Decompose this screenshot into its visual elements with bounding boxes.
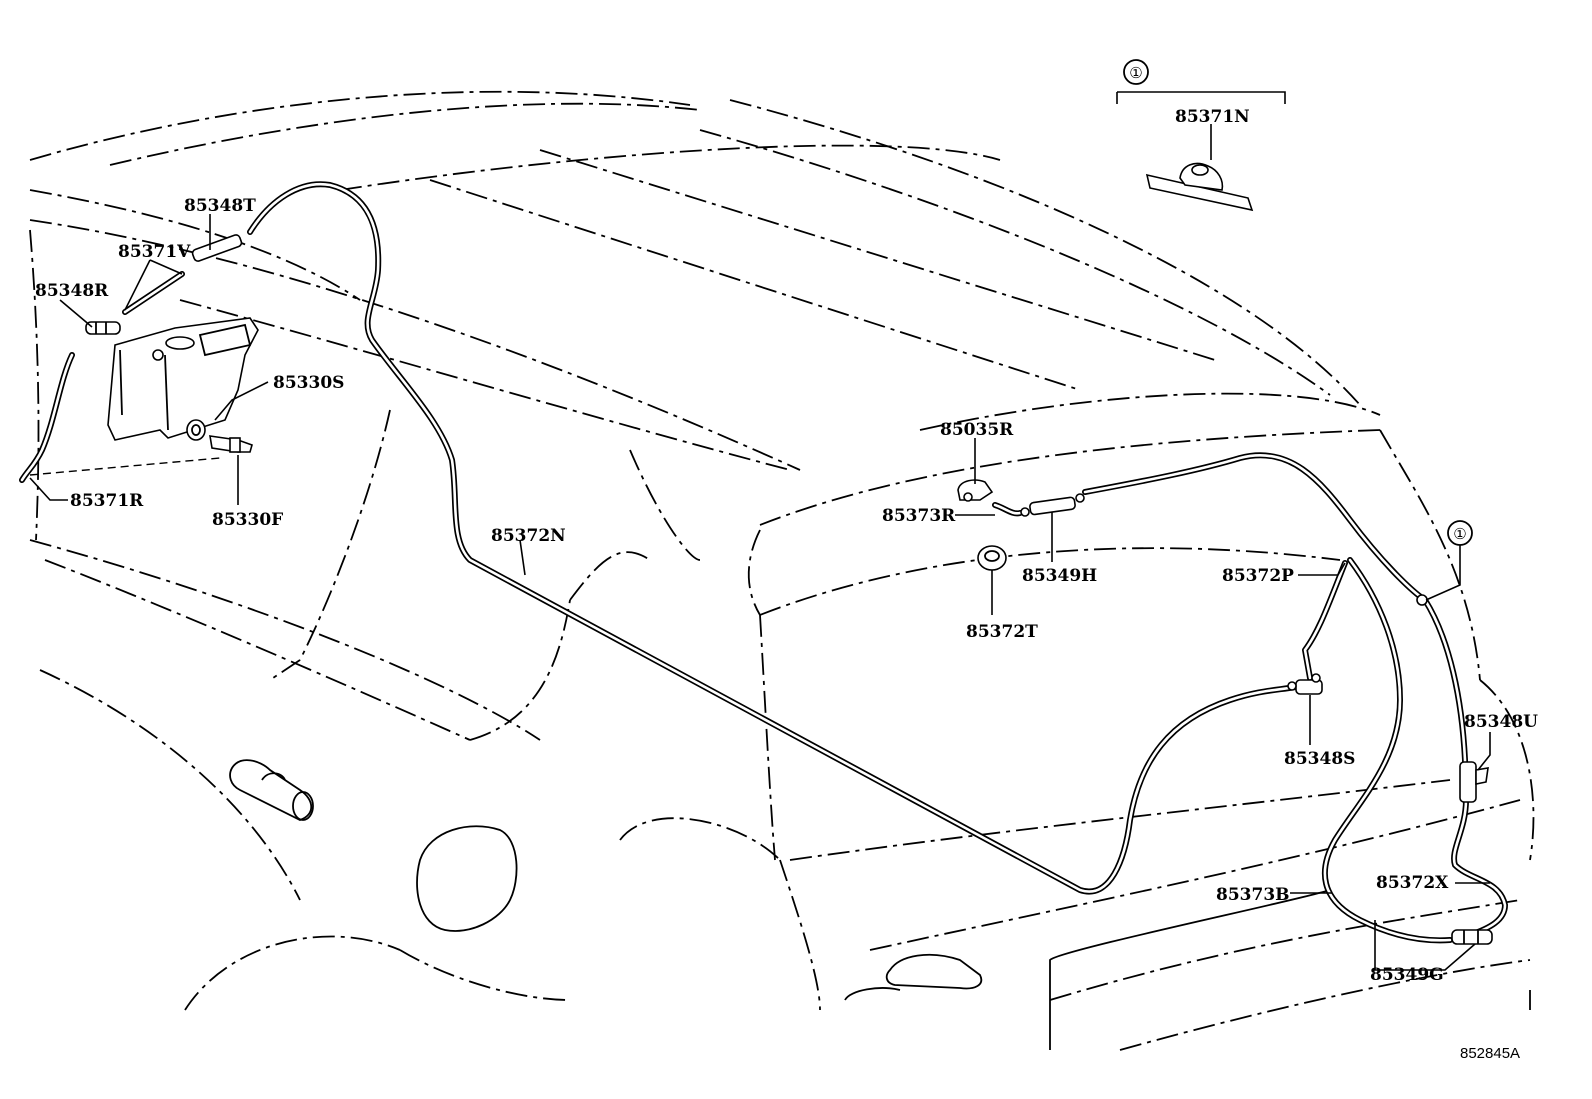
hose-joint-85348R [85,321,121,335]
part-label-85371N: 85371N [1175,107,1250,127]
illustration-reference-code: 852845A [1460,1045,1520,1062]
part-label-85348U: 85348U [1464,712,1538,732]
part-label-85348T: 85348T [184,196,256,216]
part-label-85372P: 85372P [1222,566,1294,586]
part-label-85349H: 85349H [1022,566,1097,586]
nozzle-85035R [957,479,994,502]
tailgate-handle-outline [844,953,983,1001]
callout-symbol-right: ① [1453,526,1466,543]
part-label-85035R: 85035R [940,420,1014,440]
door-handle-outline [229,759,314,821]
upper-rear-hose [992,452,1428,603]
part-label-85330S: 85330S [273,373,344,393]
callout-circle-top: ① [1123,59,1149,85]
part-label-85373R: 85373R [882,506,956,526]
check-valve-85349G [1451,929,1493,945]
washer-pump-grommet [186,419,206,441]
left-front-hose [19,271,185,483]
part-labels: 85371N 85348T 85371V 85348R 85330S 85330… [35,107,1538,985]
fuel-door-outline [416,825,518,932]
part-label-85371V: 85371V [118,242,191,262]
part-label-85372N: 85372N [491,526,566,546]
nozzle-85371N [1145,162,1254,212]
grommet-85372T [977,545,1007,571]
part-label-85371R: 85371R [70,491,144,511]
part-label-85372T: 85372T [966,622,1038,642]
part-label-85348S: 85348S [1284,749,1355,769]
callout-symbol-top: ① [1129,65,1142,82]
hose-joint-85348T [191,234,243,262]
right-rear-hose [1302,557,1508,944]
washer-pump-motor [209,435,253,453]
part-label-85349G: 85349G [1370,965,1444,985]
vehicle-body-outline [29,90,1535,1051]
part-label-85348R: 85348R [35,281,109,301]
part-label-85373B: 85373B [1216,885,1290,905]
main-washer-hose [247,181,1298,895]
callout-circle-right: ① [1447,520,1473,546]
check-valve-85349H [1020,493,1085,517]
part-label-85330F: 85330F [212,510,283,530]
joint-85348U [1459,761,1489,803]
part-label-85372X: 85372X [1376,873,1449,893]
joint-85348S [1287,673,1323,695]
leader-lines [29,91,1491,971]
clip-right-upper [1416,594,1428,606]
washer-reservoir-tank [107,317,259,441]
